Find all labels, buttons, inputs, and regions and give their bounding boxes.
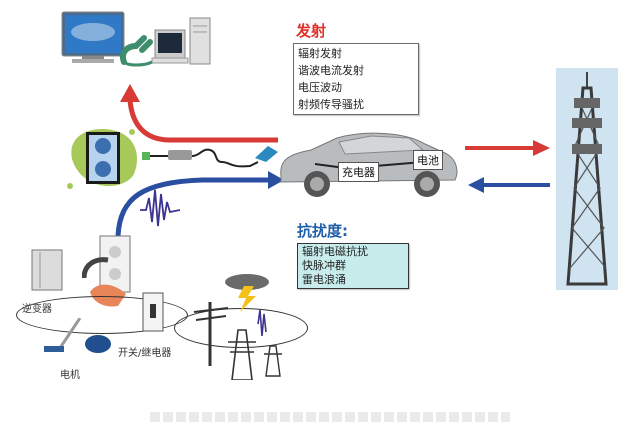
battery-label: 电池: [413, 150, 443, 170]
charger-label: 充电器: [338, 162, 379, 182]
inverter-icon: [30, 248, 64, 292]
immunity-arrow-in: [112, 168, 284, 238]
switch-relay-label: 开关/继电器: [118, 348, 172, 359]
emission-item: 电压波动: [298, 81, 342, 94]
noise-waveform-icon: [140, 186, 181, 230]
immunity-heading: 抗扰度:: [297, 222, 348, 240]
emission-arrow-right: [465, 140, 550, 156]
vacuum-motor-icon: [40, 317, 112, 358]
power-plug-icon: [118, 32, 158, 68]
emission-arrow-up: [110, 80, 280, 150]
immunity-list: 辐射电磁抗扰 快脉冲群 雷电浪涌: [297, 243, 409, 289]
emission-list: 辐射发射 谐波电流发射 电压波动 射频传导骚扰: [293, 43, 419, 115]
emission-item: 射频传导骚扰: [298, 98, 364, 111]
emission-item: 谐波电流发射: [298, 64, 364, 77]
immunity-item: 快脉冲群: [302, 259, 346, 272]
wall-socket-plug-icon: [81, 234, 132, 294]
immunity-item: 雷电浪涌: [302, 273, 346, 286]
motor-label: 电机: [60, 370, 80, 381]
power-pylon-icon: [188, 296, 288, 381]
wall-switch-icon: [142, 292, 164, 332]
immunity-item: 辐射电磁抗扰: [302, 245, 368, 258]
immunity-arrow-left: [468, 177, 550, 193]
emission-item: 辐射发射: [298, 47, 342, 60]
telecom-tower-icon: [556, 68, 618, 290]
computer-tv-icon: [60, 8, 220, 76]
grid-loop-ellipse: [174, 308, 308, 348]
emission-heading: 发射: [296, 22, 327, 40]
charging-cable-icon: [140, 140, 280, 174]
lightning-cloud-icon: [222, 272, 272, 312]
wall-outlet-icon: [62, 124, 142, 194]
figure-caption-partial: [150, 412, 510, 422]
ev-car-icon: [275, 128, 460, 200]
